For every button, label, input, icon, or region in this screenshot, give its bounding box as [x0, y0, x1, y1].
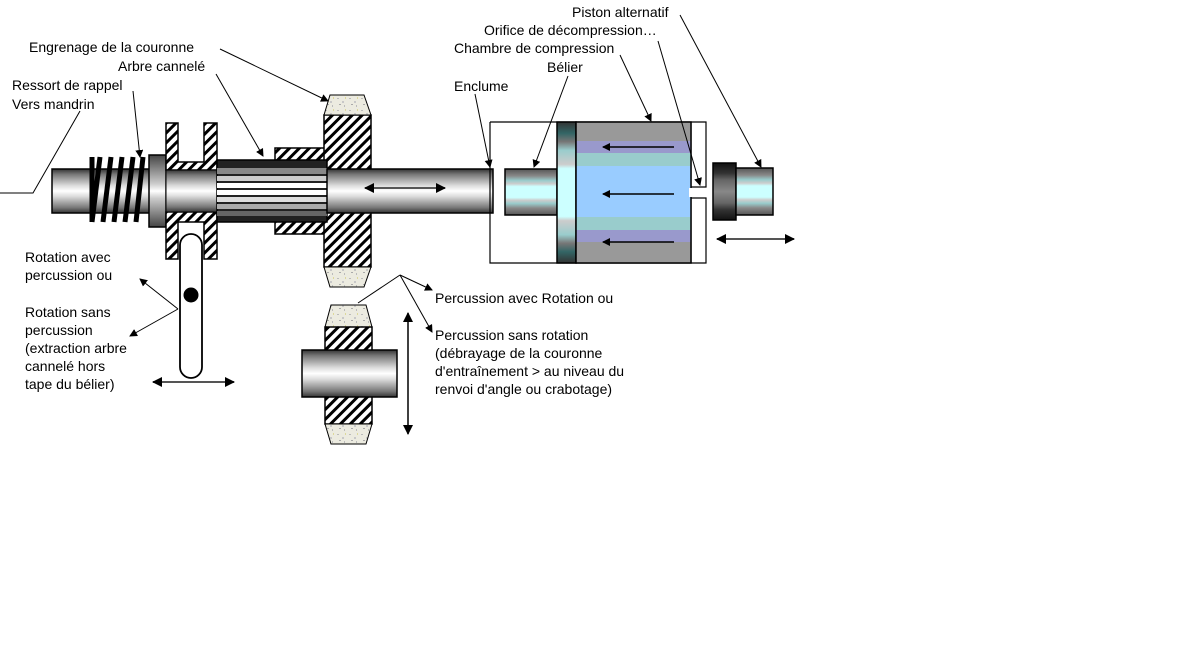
label-chambre-compression: Chambre de compression — [454, 40, 615, 56]
label-engrenage-couronne: Engrenage de la couronne — [29, 39, 195, 55]
label-orifice-decompression: Orifice de décompression… — [484, 22, 657, 38]
label-arbre-cannele: Arbre cannelé — [118, 58, 206, 74]
compression-chamber — [575, 121, 692, 264]
label-belier: Bélier — [547, 59, 583, 75]
label-percussion-avec-rotation: Percussion avec Rotation ou — [435, 290, 614, 306]
collar — [148, 154, 167, 228]
label-rotation-avec-percussion: Rotation avec percussion ou — [25, 249, 113, 283]
lever-pivot — [183, 287, 199, 303]
pinion-tooth-top — [324, 304, 373, 328]
return-spring — [89, 156, 146, 223]
anvil-shaft — [326, 168, 494, 214]
pinion-tooth-bottom — [324, 423, 373, 445]
label-percussion-sans-rotation: Percussion sans rotation (débrayage de l… — [435, 327, 625, 397]
splined-shaft — [216, 159, 328, 223]
label-ressort-rappel: Ressort de rappel — [12, 77, 123, 93]
leader-lines — [0, 14, 762, 337]
label-piston-alternatif: Piston alternatif — [572, 4, 669, 20]
selector-sleeve — [165, 122, 218, 260]
selector-lever — [152, 233, 235, 387]
reciprocating-piston — [712, 162, 795, 244]
label-rotation-sans-percussion: Rotation sans percussion (extraction arb… — [25, 304, 127, 392]
decompression-orifice — [689, 188, 707, 197]
drive-pinion — [301, 304, 413, 445]
anvil — [504, 168, 558, 216]
label-enclume: Enclume — [454, 78, 509, 94]
gear-tooth-bottom — [323, 266, 372, 288]
ram — [556, 121, 577, 264]
label-vers-mandrin: Vers mandrin — [12, 96, 95, 112]
gear-tooth-top — [323, 94, 372, 116]
